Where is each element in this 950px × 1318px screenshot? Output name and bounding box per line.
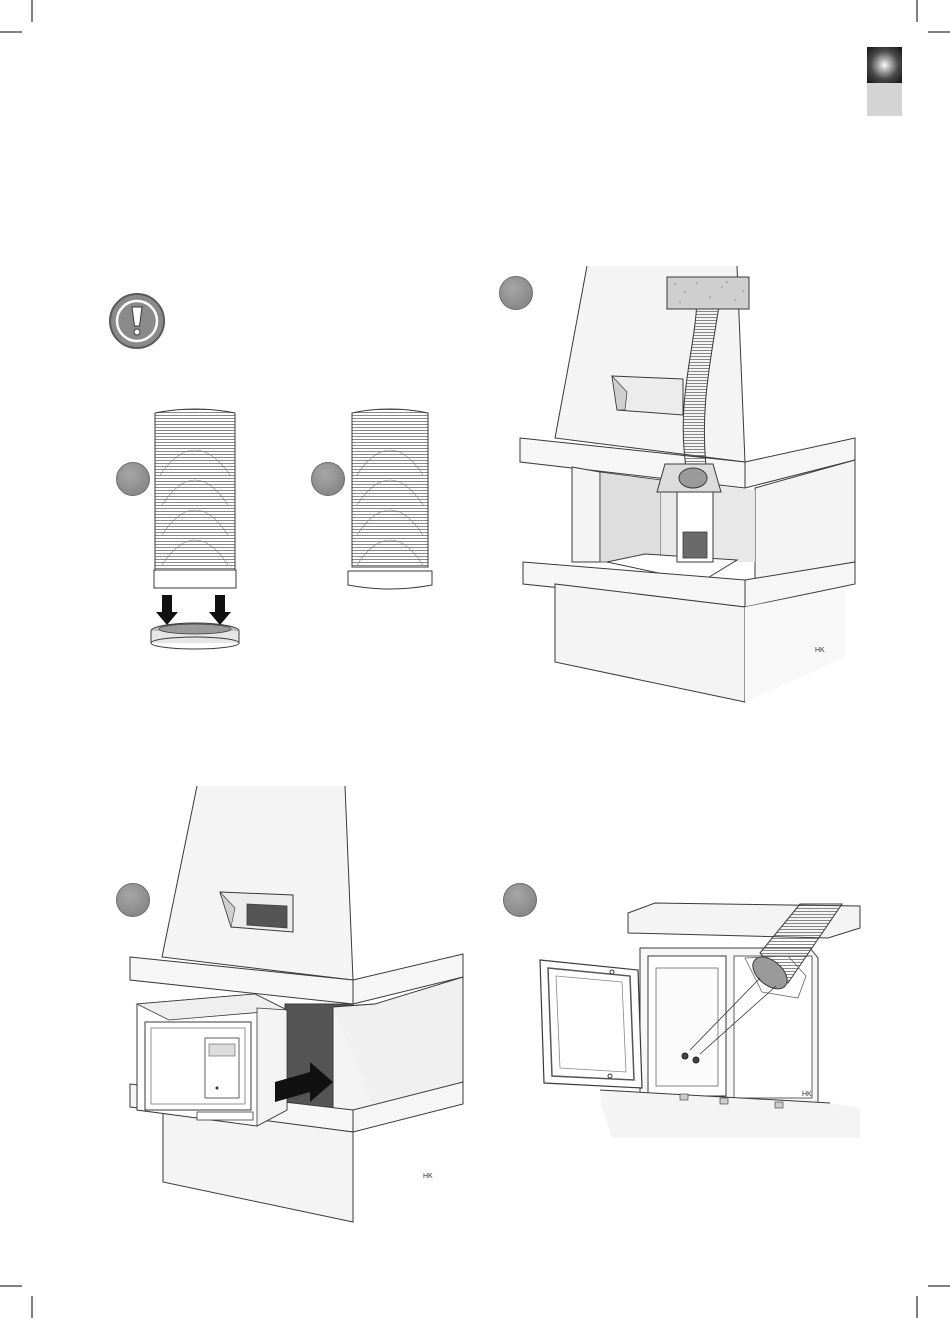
figure-pipe-with-collar (140, 405, 250, 655)
exclamation-warning-icon (108, 292, 166, 350)
section-tab-dark (867, 47, 902, 83)
figure-open-door-screw-duct: HK (530, 898, 870, 1138)
figure-fireplace-with-duct: HK (515, 262, 860, 707)
signature-d: HK (423, 1173, 433, 1180)
section-tab-light (867, 83, 902, 116)
figure-insert-into-fireplace: HK (125, 782, 470, 1227)
signature-c: HK (815, 647, 825, 654)
figure-pipe (340, 405, 440, 595)
signature-e: HK (802, 1091, 812, 1098)
